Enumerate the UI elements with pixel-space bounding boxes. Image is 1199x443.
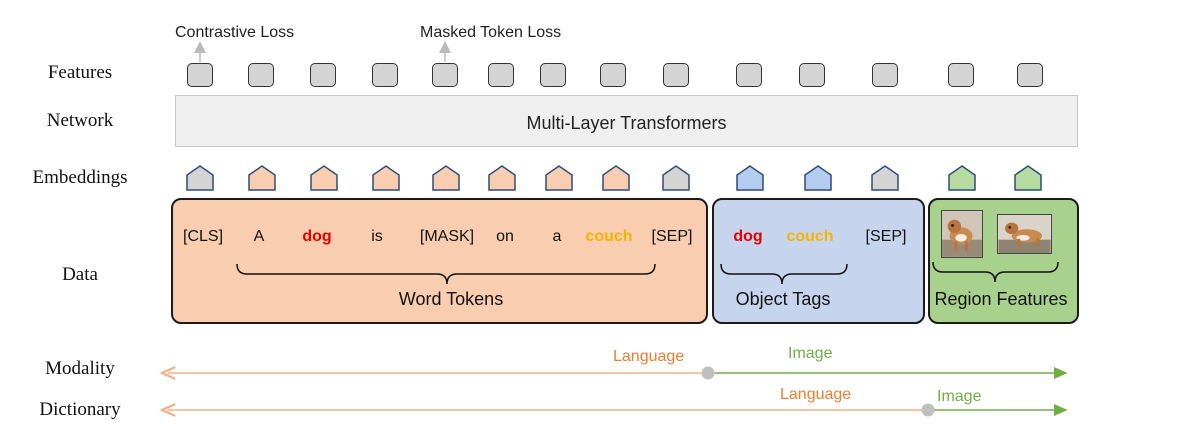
- feature-box: [432, 63, 458, 87]
- embedding-icon: [488, 165, 516, 191]
- embedding-icon: [948, 165, 976, 191]
- object-tags-brace: [720, 263, 848, 285]
- region-image-thumbnail: [997, 214, 1052, 254]
- modality-split-dot: [701, 366, 715, 380]
- features-row-label: Features: [47, 62, 113, 83]
- modality-image-label: Image: [788, 345, 833, 362]
- feature-box: [248, 63, 274, 87]
- region-image-thumbnail: [941, 210, 983, 258]
- word-tokens-label: Word Tokens: [398, 289, 504, 309]
- embedding-icon: [545, 165, 573, 191]
- word-token: on: [496, 228, 514, 245]
- embedding-icon: [310, 165, 338, 191]
- word-token: [CLS]: [182, 228, 224, 245]
- feature-box: [187, 63, 213, 87]
- object-tag: couch: [786, 228, 834, 245]
- network-row-label: Network: [46, 110, 114, 131]
- network-label: Multi-Layer Transformers: [526, 113, 727, 133]
- feature-box: [540, 63, 566, 87]
- word-token: [MASK]: [419, 228, 475, 245]
- feature-box: [1017, 63, 1043, 87]
- embedding-icon: [372, 165, 400, 191]
- contrastive-loss-label: Contrastive Loss: [175, 24, 295, 41]
- dictionary-image-label: Image: [937, 388, 982, 405]
- feature-box: [663, 63, 689, 87]
- object-tag: [SEP]: [865, 228, 907, 245]
- embedding-icon: [432, 165, 460, 191]
- dictionary-row-label: Dictionary: [39, 399, 121, 420]
- word-tokens-panel: [171, 198, 708, 324]
- embedding-icon: [186, 165, 214, 191]
- region-features-label: Region Features: [934, 289, 1068, 309]
- feature-box: [799, 63, 825, 87]
- data-row-label: Data: [62, 264, 98, 285]
- embeddings-row-label: Embeddings: [32, 167, 128, 188]
- dictionary-language-label: Language: [780, 386, 852, 403]
- object-tags-label: Object Tags: [735, 289, 831, 309]
- feature-box: [310, 63, 336, 87]
- word-token: dog: [302, 228, 332, 245]
- embedding-icon: [248, 165, 276, 191]
- modality-language-label: Language: [613, 348, 685, 365]
- embedding-icon: [736, 165, 764, 191]
- feature-box: [372, 63, 398, 87]
- word-token: [SEP]: [651, 228, 693, 245]
- feature-box: [600, 63, 626, 87]
- transformer-block: Multi-Layer Transformers: [175, 95, 1078, 147]
- embedding-icon: [602, 165, 630, 191]
- feature-box: [872, 63, 898, 87]
- masked-token-loss-label: Masked Token Loss: [420, 24, 562, 41]
- embedding-icon: [662, 165, 690, 191]
- dictionary-split-dot: [921, 403, 935, 417]
- object-tag: dog: [733, 228, 763, 245]
- feature-box: [948, 63, 974, 87]
- embedding-icon: [871, 165, 899, 191]
- object-tags-panel: [712, 198, 925, 324]
- feature-box: [736, 63, 762, 87]
- word-tokens-brace: [236, 263, 656, 285]
- word-token: A: [253, 228, 265, 245]
- word-token: a: [552, 228, 562, 245]
- word-token: couch: [585, 228, 633, 245]
- embedding-icon: [1014, 165, 1042, 191]
- modality-row-label: Modality: [45, 358, 115, 379]
- feature-box: [488, 63, 514, 87]
- embedding-icon: [804, 165, 832, 191]
- word-token: is: [371, 228, 383, 245]
- region-features-brace: [932, 261, 1059, 283]
